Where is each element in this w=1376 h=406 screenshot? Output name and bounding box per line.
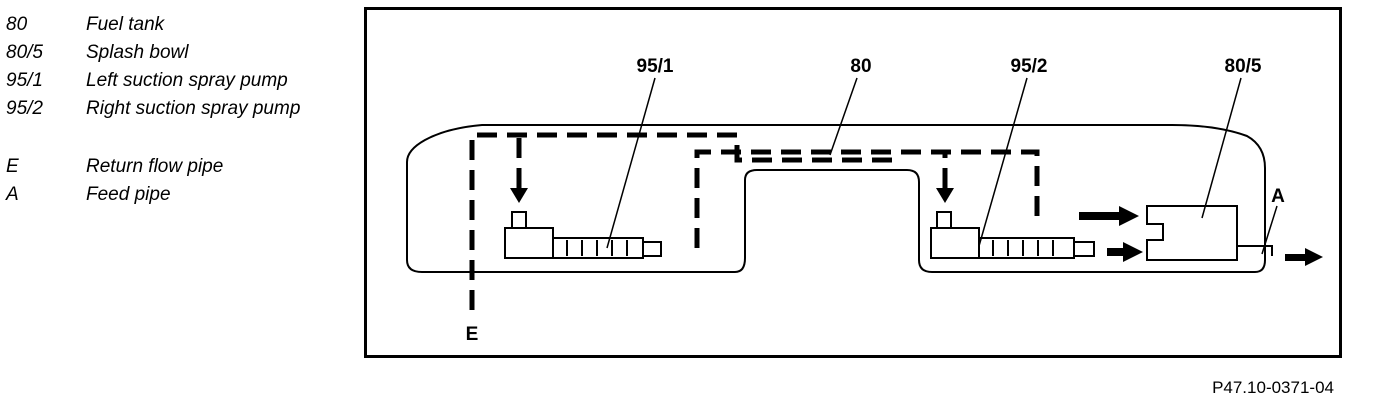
callout-tank: 80 [850,56,871,77]
callout-splash-bowl: 80/5 [1225,56,1262,77]
legend-desc: Right suction spray pump [86,98,301,119]
legend-desc: Feed pipe [86,184,171,205]
splash-bowl [1146,205,1273,261]
leader-lines [606,77,1278,255]
flow-arrows [1079,206,1323,266]
legend-desc: Fuel tank [86,14,165,35]
legend: 80 Fuel tank 80/5 Splash bowl 95/1 Left … [0,0,350,220]
fuel-system-diagram: 95/1 80 95/2 80/5 A E [364,7,1342,358]
return-arrow-right-icon [936,188,954,203]
legend-key: 95/2 [6,98,43,119]
document-reference: P47.10-0371-04 [1212,378,1334,397]
right-suction-spray-pump [930,211,1095,259]
legend-desc: Left suction spray pump [86,70,288,91]
callout-feed: A [1271,186,1285,207]
callout-pump-left: 95/1 [637,56,674,77]
return-arrow-left-icon [510,188,528,203]
legend-key: 80/5 [6,42,43,63]
diagram-canvas: 95/1 80 95/2 80/5 A E [406,56,1323,345]
legend-desc: Splash bowl [86,42,189,63]
legend-key: A [6,184,19,205]
return-flow-pipe [469,132,1040,310]
legend-key: E [6,156,19,177]
callout-return: E [466,324,479,345]
legend-key: 95/1 [6,70,43,91]
left-suction-spray-pump [504,211,662,259]
callout-pump-right: 95/2 [1011,56,1048,77]
legend-key: 80 [6,14,28,35]
legend-desc: Return flow pipe [86,156,224,177]
